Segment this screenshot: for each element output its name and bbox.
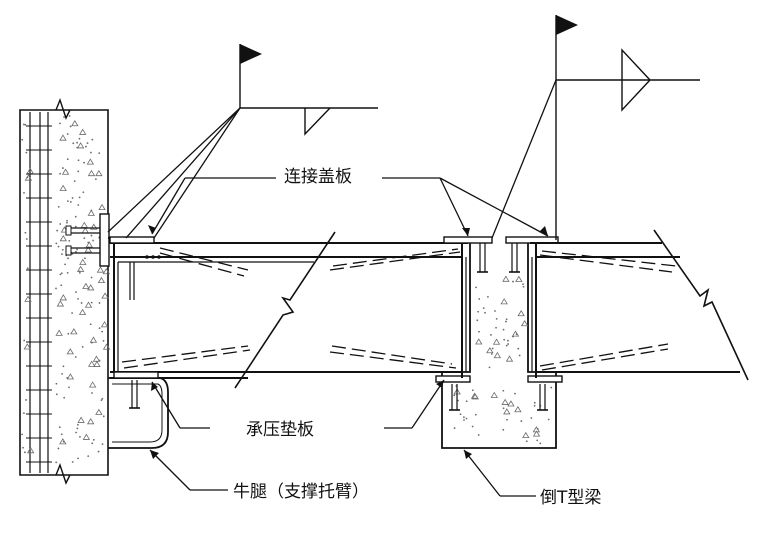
corbel-label: 牛腿（支撑托臂） [233, 482, 369, 502]
right-steel-beam [530, 229, 749, 381]
inverted-t-beam-label: 倒T型梁 [540, 488, 601, 508]
concrete-hatch [21, 115, 111, 464]
corbel [108, 377, 169, 449]
fillet-weld-icon [304, 107, 331, 136]
flag-icon [240, 44, 262, 64]
fillet-weld-icon [621, 48, 651, 112]
end-plate [65, 213, 110, 267]
weld-symbol-left [107, 44, 378, 239]
break-line-left [234, 231, 336, 389]
cover-plate-label: 连接盖板 [284, 167, 352, 187]
corbel-leader [149, 449, 228, 491]
bearing-pad-label: 承压垫板 [246, 420, 314, 440]
flag-icon [556, 15, 578, 35]
weld-symbol-right [491, 15, 700, 240]
bearing-pad-leaders [151, 379, 445, 429]
tbeam-concrete-hatch [453, 275, 553, 445]
cover-plate-leaders [148, 177, 549, 237]
tbeam-leader [463, 449, 536, 497]
inverted-t-beam [435, 236, 563, 449]
left-steel-beam [108, 236, 325, 379]
column-stirrups [26, 125, 52, 463]
concrete-column [19, 97, 111, 485]
